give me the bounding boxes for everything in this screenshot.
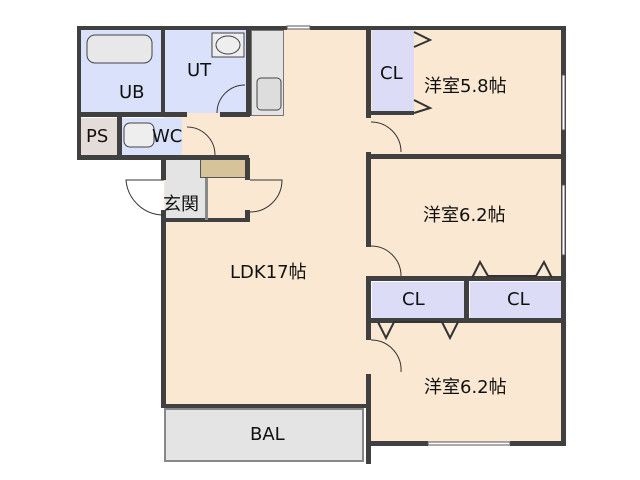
wall — [246, 28, 251, 116]
room-label-bedroom-3: 洋室6.2帖 — [424, 377, 507, 398]
wall — [161, 158, 166, 180]
wall — [366, 374, 371, 464]
room-label-wc: WC — [152, 126, 183, 147]
door-swing — [216, 84, 246, 114]
closet-3 — [470, 282, 562, 320]
balcony-floor — [164, 408, 364, 462]
closet-2 — [372, 282, 465, 320]
wall — [161, 210, 166, 408]
wall — [77, 26, 81, 159]
wall — [366, 276, 371, 340]
bedroom-3-floor — [368, 320, 563, 443]
window — [427, 441, 511, 446]
wall — [245, 158, 250, 180]
wall — [310, 26, 566, 30]
wall — [245, 210, 250, 222]
wall — [220, 112, 250, 117]
wall — [77, 112, 187, 117]
sink-icon — [256, 77, 282, 111]
ps-floor — [80, 118, 117, 156]
wall — [464, 278, 469, 320]
room-label-ps: PS — [86, 126, 109, 147]
wall — [368, 154, 564, 159]
bathtub-icon — [86, 34, 153, 64]
window — [561, 184, 566, 256]
door-swing — [249, 179, 283, 213]
door-swing — [370, 245, 402, 277]
room-label-bedroom-1: 洋室5.8帖 — [424, 76, 507, 97]
door-swing — [186, 126, 216, 156]
window — [561, 74, 566, 131]
window — [286, 25, 311, 30]
wall — [368, 441, 428, 446]
room-label-ut: UT — [187, 60, 212, 81]
wall — [366, 152, 371, 247]
room-label-bal: BAL — [250, 424, 285, 445]
door-swing — [370, 121, 402, 153]
wall — [161, 28, 165, 114]
genkan-floor — [165, 160, 205, 220]
door-swing — [125, 179, 165, 216]
wc-toilet-icon — [123, 122, 155, 148]
wall — [164, 218, 250, 222]
wall — [162, 404, 370, 408]
folding-door — [377, 321, 459, 341]
room-label-closet-2: CL — [402, 289, 425, 310]
room-label-ldk: LDK17帖 — [230, 262, 307, 283]
wall — [368, 111, 414, 115]
wall — [205, 178, 208, 220]
room-label-ub: UB — [119, 82, 145, 103]
wall — [368, 318, 564, 323]
wall — [77, 155, 249, 160]
closet-1 — [372, 30, 414, 113]
room-label-closet-3: CL — [507, 289, 530, 310]
room-label-genkan: 玄関 — [163, 194, 199, 215]
toilet-bowl-icon — [215, 35, 241, 55]
wall — [366, 28, 371, 118]
wall — [117, 115, 122, 157]
room-label-closet-1: CL — [380, 63, 403, 84]
folding-door — [413, 31, 433, 114]
wall — [510, 441, 566, 446]
folding-door — [471, 259, 553, 279]
door-swing — [370, 339, 402, 373]
wall — [77, 26, 287, 30]
room-label-bedroom-2: 洋室6.2帖 — [423, 205, 506, 226]
bedroom-2-floor — [368, 156, 563, 278]
